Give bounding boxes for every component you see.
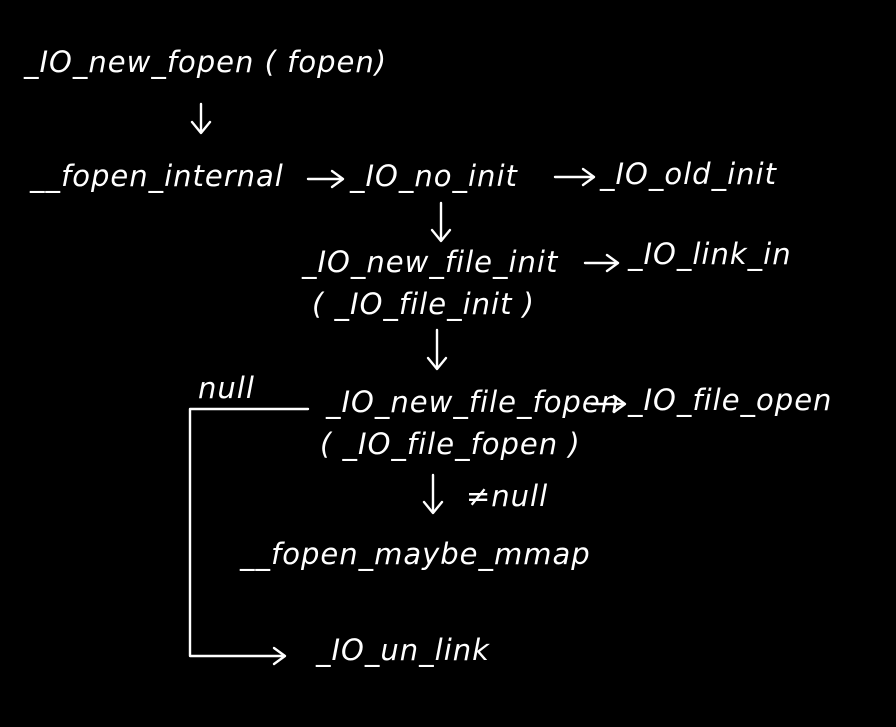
arrow-file-fopen-to-maybe-mmap	[422, 473, 444, 515]
arrow-fopen-to-internal	[190, 102, 212, 135]
node-io-file-init: ( _IO_file_init )	[312, 287, 535, 321]
arrow-internal-to-no-init	[306, 169, 345, 189]
node-io-link-in: _IO_link_in	[628, 237, 792, 271]
node-io-file-fopen: ( _IO_file_fopen )	[320, 427, 581, 461]
arrow-file-init-to-new-file-fopen	[426, 328, 448, 371]
arrow-no-init-to-old-init	[553, 167, 596, 187]
arrow-null-to-un-link	[188, 407, 310, 666]
edge-label-not-null: ≠null	[466, 479, 549, 513]
node-io-new-file-init: _IO_new_file_init	[302, 245, 559, 279]
node-io-un-link: _IO_un_link	[316, 633, 490, 667]
node-io-old-init: _IO_old_init	[600, 157, 777, 191]
node-io-file-open: _IO_file_open	[628, 383, 833, 417]
node-io-new-fopen: _IO_new_fopen ( fopen)	[24, 45, 388, 79]
node-fopen-internal: __fopen_internal	[30, 159, 284, 193]
edge-label-null: null	[198, 371, 255, 405]
node-fopen-maybe-mmap: __fopen_maybe_mmap	[240, 537, 591, 571]
arrow-no-init-to-new-file-init	[430, 201, 452, 243]
node-io-no-init: _IO_no_init	[350, 159, 518, 193]
arrow-new-file-init-to-link-in	[583, 253, 620, 273]
node-io-new-file-fopen: _IO_new_file_fopen	[326, 385, 621, 419]
arrow-new-file-fopen-to-file-open	[590, 394, 627, 414]
